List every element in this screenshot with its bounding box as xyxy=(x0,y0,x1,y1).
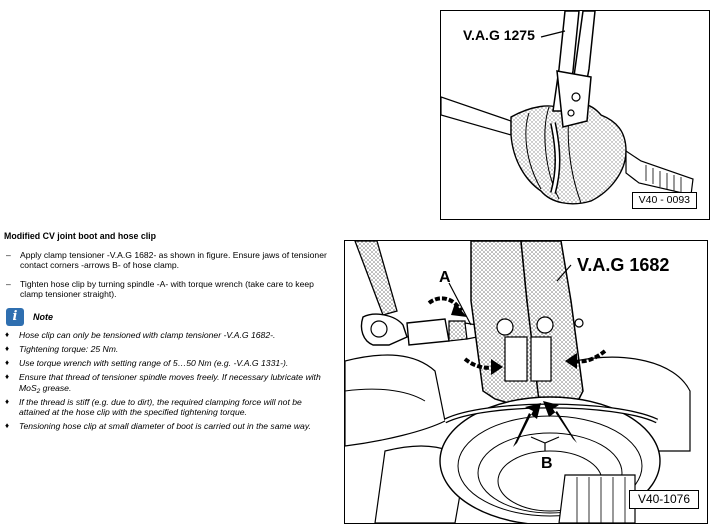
note-text: Tightening torque: 25 Nm. xyxy=(19,343,119,354)
diamond-bullet-icon: ♦ xyxy=(5,329,10,339)
diamond-bullet-icon: ♦ xyxy=(5,396,10,406)
diamond-bullet-icon: ♦ xyxy=(5,357,10,367)
diamond-bullet-icon: ♦ xyxy=(5,421,10,431)
step-text: Tighten hose clip by turning spindle -A-… xyxy=(20,278,314,300)
note-bullet: ♦ If the thread is stiff (e.g. due to di… xyxy=(4,397,330,418)
note-bullet: ♦ Tensioning hose clip at small diameter… xyxy=(4,421,330,432)
note-text: Use torque wrench with setting range of … xyxy=(19,357,289,368)
tool-label-vag-1275: V.A.G 1275 xyxy=(463,27,535,43)
step-marker: – xyxy=(6,278,11,289)
reference-label-a: A xyxy=(439,269,451,286)
figure-hose-clip-pliers: V.A.G 1275 V40 - 0093 xyxy=(440,10,710,220)
instruction-step-1: – Apply clamp tensioner -V.A.G 1682- as … xyxy=(4,250,330,271)
illustration-clamp-tensioner xyxy=(345,241,691,523)
note-text: Tensioning hose clip at small diameter o… xyxy=(19,421,311,432)
reference-label-b: B xyxy=(541,455,553,472)
info-icon: i xyxy=(6,307,24,326)
instructions-section: Modified CV joint boot and hose clip – A… xyxy=(4,231,330,435)
instruction-step-2: – Tighten hose clip by turning spindle -… xyxy=(4,279,330,300)
tool-label-vag-1682: V.A.G 1682 xyxy=(577,255,670,275)
note-header: i Note xyxy=(6,307,330,326)
figure-number-bottom: V40-1076 xyxy=(628,490,699,509)
note-label: Note xyxy=(33,311,53,322)
diamond-bullet-icon: ♦ xyxy=(5,343,10,353)
step-marker: – xyxy=(6,249,11,260)
note-bullet: ♦ Tightening torque: 25 Nm. xyxy=(4,344,330,355)
step-text: Apply clamp tensioner -V.A.G 1682- as sh… xyxy=(20,249,327,271)
diamond-bullet-icon: ♦ xyxy=(5,371,10,381)
note-text-grease: Ensure that thread of tensioner spindle … xyxy=(19,371,330,395)
note-bullet: ♦ Use torque wrench with setting range o… xyxy=(4,358,330,369)
note-text: If the thread is stiff (e.g. due to dirt… xyxy=(19,396,302,418)
note-bullet: ♦ Ensure that thread of tensioner spindl… xyxy=(4,371,330,395)
illustration-cv-joint-pliers xyxy=(441,11,694,205)
note-text-suffix: grease. xyxy=(40,382,72,393)
figure-number-top: V40 - 0093 xyxy=(631,192,697,209)
note-text: Ensure that thread of tensioner spindle … xyxy=(19,371,321,393)
note-text: Hose clip can only be tensioned with cla… xyxy=(19,329,276,340)
subscript: 2 xyxy=(36,387,41,395)
section-heading: Modified CV joint boot and hose clip xyxy=(4,231,156,241)
figure-clamp-tensioner: V.A.G 1682 A B V40-1076 xyxy=(344,240,708,524)
note-bullet: ♦ Hose clip can only be tensioned with c… xyxy=(4,330,330,341)
